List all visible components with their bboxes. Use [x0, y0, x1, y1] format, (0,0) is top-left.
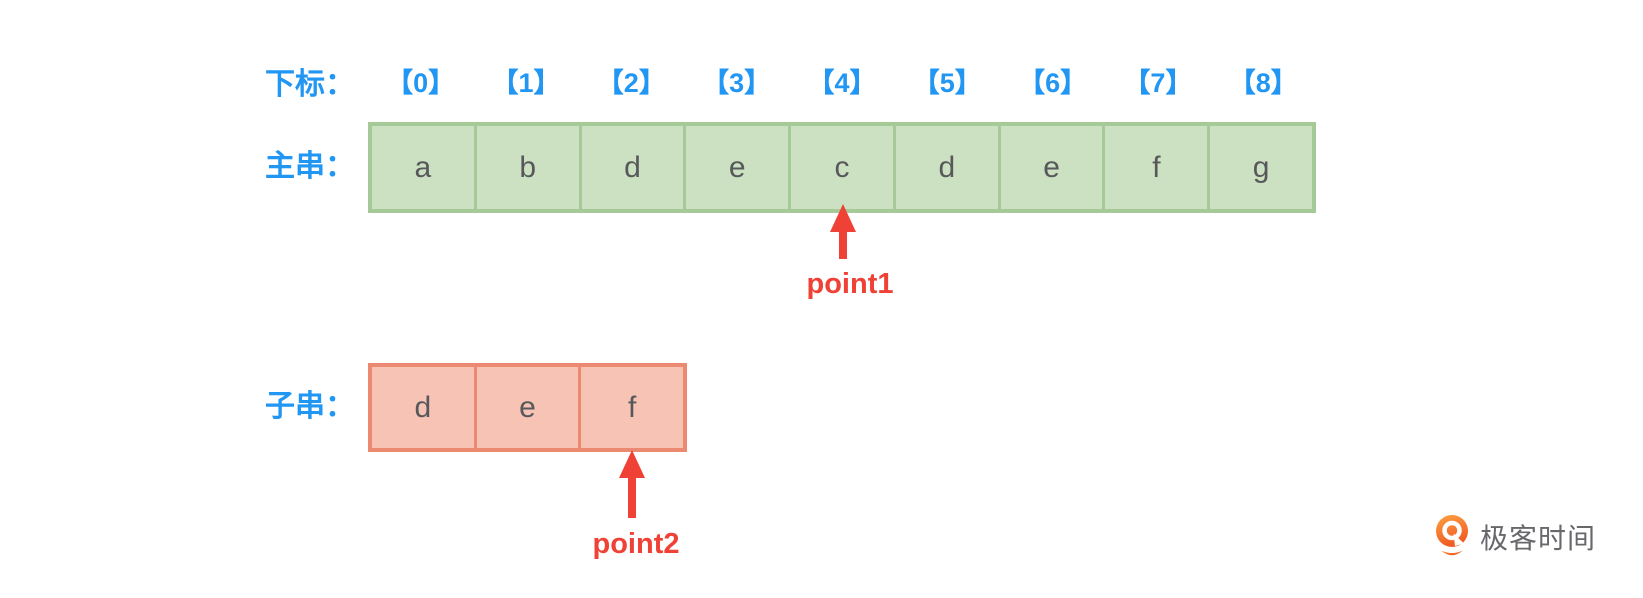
main-string-cell: c: [791, 126, 896, 209]
sub-string-cell: d: [372, 367, 477, 448]
main-string-cell: g: [1252, 150, 1270, 184]
index-label: 【8】: [1228, 68, 1298, 98]
sub-string-cell: e: [477, 367, 582, 448]
main-string-cell: e: [1001, 126, 1106, 209]
main-string-cell: b: [477, 126, 582, 209]
geektime-pin-icon: [1436, 515, 1468, 556]
point2-arrow-icon: [619, 450, 645, 518]
main-string-cell: a: [372, 126, 477, 209]
index-label: 【7】: [1123, 68, 1193, 98]
point1-label: point1: [806, 268, 894, 300]
index-label: 【3】: [702, 68, 772, 98]
index-label: 【6】: [1018, 68, 1088, 98]
main-string-cell: d: [582, 126, 687, 209]
index-row-label: 下标：: [265, 68, 355, 101]
main-string-cell: e: [686, 126, 792, 209]
arrow-head: [830, 204, 856, 232]
main-string-label: 主串：: [265, 150, 355, 183]
sub-string-label: 子串：: [265, 390, 355, 423]
index-label: 【1】: [491, 68, 561, 98]
sub-string-cell: f: [628, 390, 637, 424]
main-string-cell: d: [896, 126, 1001, 209]
arrow-shaft: [839, 232, 847, 259]
index-label: 【4】: [807, 68, 877, 98]
geektime-logo-text: 极客时间: [1480, 523, 1597, 554]
index-label: 【0】: [386, 68, 456, 98]
point1-arrow-icon: [830, 204, 856, 259]
main-string-cell: f: [1105, 126, 1211, 209]
index-label: 【5】: [912, 68, 982, 98]
point2-label: point2: [592, 528, 680, 560]
index-label: 【2】: [596, 68, 666, 98]
arrow-head: [619, 450, 645, 478]
index-label-row: 【0】 【1】 【2】 【3】 【4】 【5】 【6】 【7】 【8】: [368, 66, 1316, 100]
arrow-shaft: [628, 478, 636, 518]
geektime-logo: 极客时间: [1434, 514, 1596, 560]
